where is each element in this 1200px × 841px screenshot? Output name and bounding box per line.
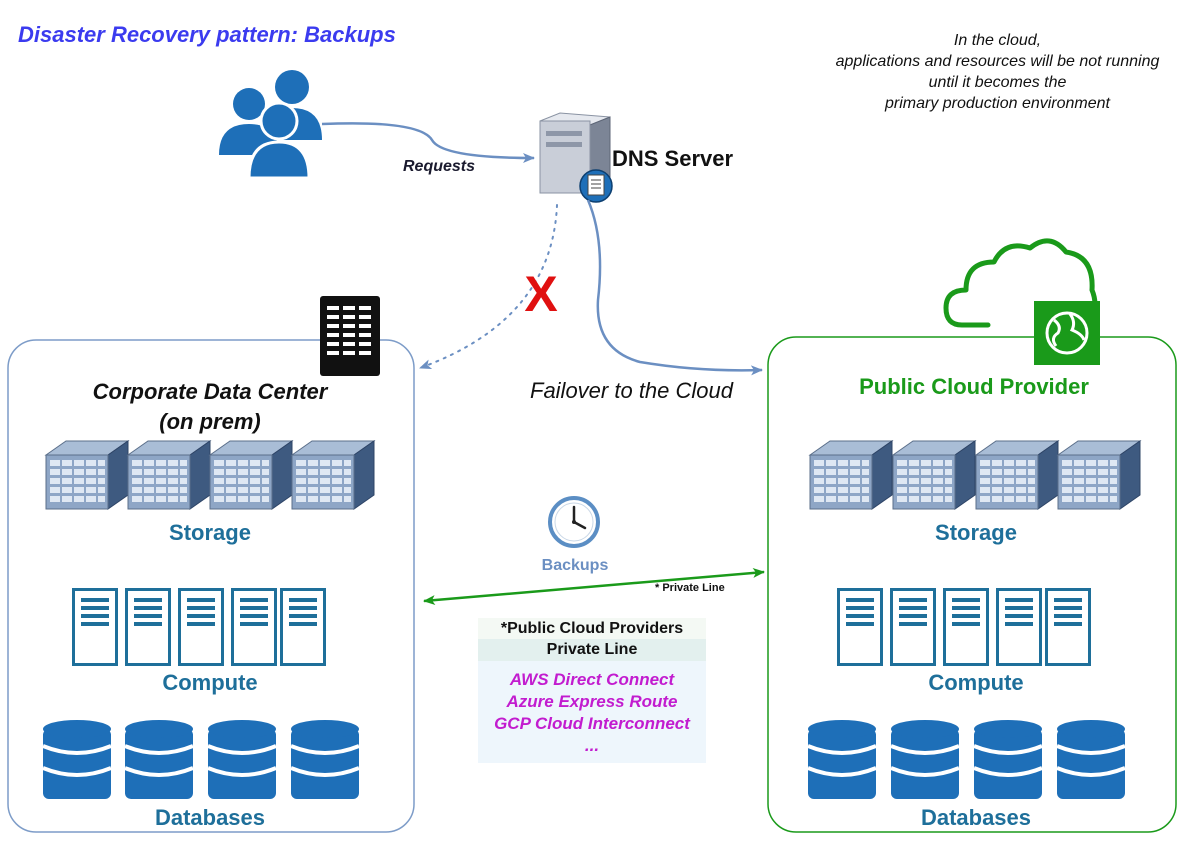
data-center-title: Corporate Data Center (on prem) [40, 377, 380, 437]
globe-icon [1034, 301, 1100, 365]
cloud-compute-icons [837, 588, 1091, 666]
cloud-note-line: applications and resources will be not r… [835, 53, 1160, 70]
failover-route [586, 199, 763, 376]
primary-route-failed [419, 204, 558, 369]
private-line-note: * Private Line [655, 582, 725, 594]
dc-storage-icons [45, 440, 375, 510]
building-icon [320, 296, 380, 376]
provider-item: Azure Express Route [506, 692, 678, 711]
cloud-title: Public Cloud Provider [859, 374, 1089, 399]
cloud-boundary [767, 336, 1177, 833]
provider-item: AWS Direct Connect [509, 670, 675, 689]
cloud-storage-label: Storage [935, 520, 1017, 545]
backup-link [423, 567, 765, 606]
data-center-boundary [7, 339, 415, 833]
private-line-heading: *Public Cloud Providers [478, 618, 706, 639]
data-center-title-line1: Corporate Data Center [92, 379, 328, 404]
page-title: Disaster Recovery pattern: Backups [18, 22, 396, 47]
private-line-subheading: Private Line [478, 639, 706, 661]
requests-flow [321, 122, 535, 163]
cloud-storage-icons [809, 440, 1141, 510]
dc-databases-label: Databases [154, 805, 266, 830]
cloud-databases-label: Databases [920, 805, 1032, 830]
requests-label: Requests [403, 158, 476, 175]
cloud-note-line: primary production environment [885, 95, 1110, 112]
cloud-icon [943, 238, 1098, 328]
cloud-note: In the cloud, applications and resources… [800, 30, 1195, 114]
clock-icon [548, 496, 600, 548]
cloud-note-line: In the cloud, [953, 32, 1042, 49]
dc-storage-label: Storage [169, 520, 251, 545]
provider-item: ... [584, 736, 600, 755]
cloud-note-line: until it becomes the [928, 74, 1067, 91]
private-line-box: *Public Cloud Providers Private Line AWS… [478, 618, 706, 763]
provider-list: AWS Direct Connect Azure Express Route G… [478, 661, 706, 763]
users-icon [219, 70, 322, 180]
failed-mark: X [524, 266, 557, 322]
dns-server-icon [539, 112, 613, 203]
dc-database-icons [41, 718, 361, 801]
dc-compute-label: Compute [162, 670, 258, 695]
data-center-title-line2: (on prem) [159, 409, 261, 434]
dc-compute-icons [72, 588, 326, 666]
cloud-compute-label: Compute [928, 670, 1024, 695]
backups-label: Backups [541, 557, 609, 574]
dns-server-label: DNS Server [612, 146, 734, 171]
provider-item: GCP Cloud Interconnect [494, 714, 690, 733]
cloud-database-icons [806, 718, 1127, 801]
failover-label: Failover to the Cloud [530, 378, 733, 403]
